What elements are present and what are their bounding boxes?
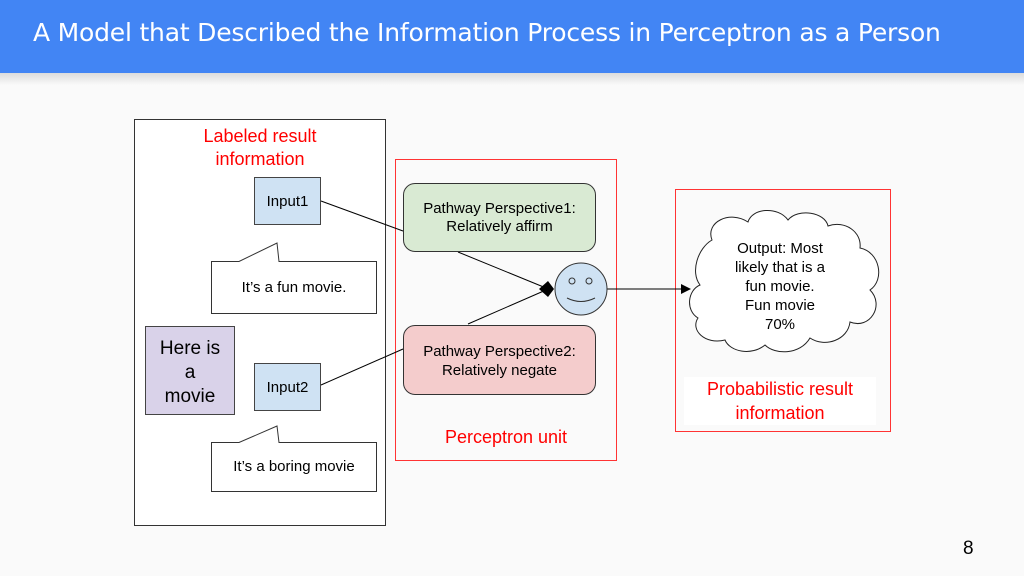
pathway2-box: Pathway Perspective2: Relatively negate	[403, 325, 596, 395]
connector-input1-pathway1	[320, 200, 404, 232]
smiley-face-icon	[554, 262, 608, 316]
bubble2-text: It’s a boring movie	[233, 458, 355, 475]
pathway1-box: Pathway Perspective1: Relatively affirm	[403, 183, 596, 252]
perceptron-unit-label: Perceptron unit	[444, 427, 568, 447]
movie-line: a	[184, 362, 196, 383]
header-bar: A Model that Described the Information P…	[0, 0, 1024, 85]
connector-input2-pathway2	[320, 348, 404, 386]
label-line: Labeled result	[203, 126, 317, 146]
label-line: information	[215, 149, 305, 169]
movie-line: movie	[164, 386, 216, 407]
output-line: 70%	[764, 316, 796, 333]
connector-pathway1-face	[457, 251, 547, 289]
output-line: fun movie.	[745, 278, 815, 295]
pathway2-text: Pathway Perspective2: Relatively negate	[404, 342, 595, 380]
pathway1-text: Pathway Perspective1: Relatively affirm	[404, 200, 595, 236]
pathway-line: Relatively affirm	[446, 218, 553, 235]
pathway-line: Pathway Perspective1:	[423, 200, 576, 217]
output-text: Output: Most likely that is a fun movie.…	[710, 239, 850, 334]
probabilistic-result-frame	[675, 189, 891, 432]
output-cloud	[689, 210, 880, 353]
pathway-line: Pathway Perspective2:	[423, 343, 576, 360]
page-title: A Model that Described the Information P…	[33, 18, 941, 47]
input2-label: Input2	[266, 379, 309, 396]
probabilistic-result-label: Probabilistic result information	[684, 377, 876, 425]
output-line: Output: Most	[737, 240, 823, 257]
connector-pathway2-face	[467, 289, 547, 325]
output-line: likely that is a	[734, 259, 826, 276]
input1-box: Input1	[254, 177, 321, 225]
movie-box: Here is a movie	[145, 326, 235, 415]
movie-line: Here is	[159, 338, 221, 359]
diamond-arrowhead	[539, 281, 554, 297]
page-number: 8	[963, 538, 974, 559]
perceptron-unit-frame	[395, 159, 617, 461]
label-line: Probabilistic result	[706, 379, 854, 399]
pathway-line: Relatively negate	[441, 362, 558, 379]
speech-bubble-1	[211, 242, 377, 314]
speech-bubble-2	[211, 425, 377, 492]
movie-text: Here is a movie	[146, 337, 234, 409]
labeled-result-label: Labeled result information	[160, 125, 360, 171]
input1-label: Input1	[266, 193, 309, 210]
bubble1-text: It’s a fun movie.	[241, 279, 347, 296]
output-line: Fun movie	[744, 297, 816, 314]
label-line: information	[735, 403, 825, 423]
input2-box: Input2	[254, 363, 321, 411]
